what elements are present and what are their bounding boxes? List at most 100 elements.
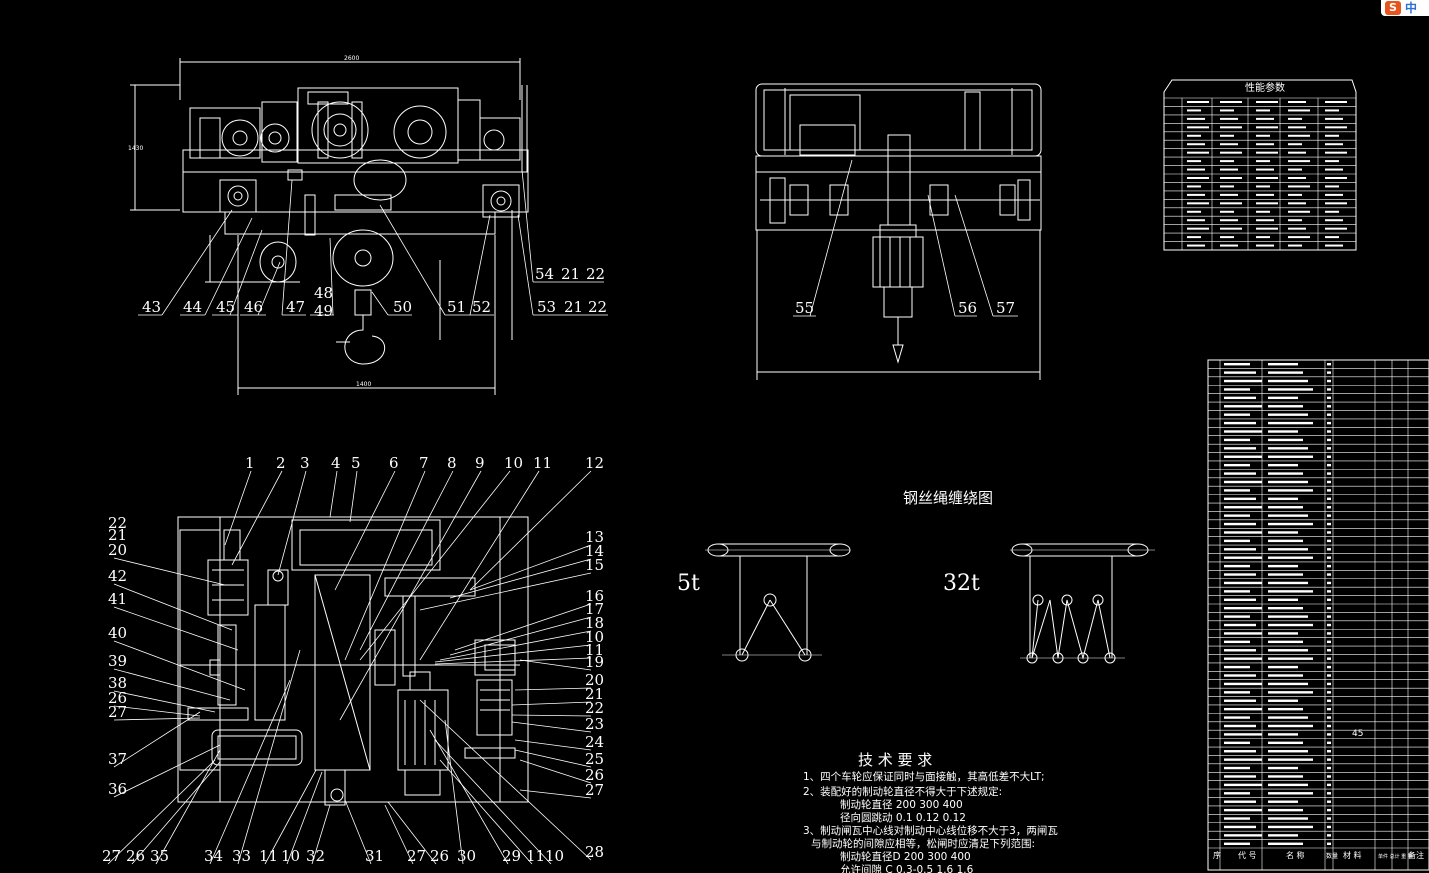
bom-cell-glyph bbox=[1268, 598, 1298, 601]
plan-leader-top_labels-3 bbox=[329, 470, 338, 518]
bom-cell-glyph bbox=[1224, 783, 1262, 787]
bom-cell-glyph bbox=[1224, 590, 1250, 593]
rope-diagram-title: 钢丝绳缠绕图 bbox=[903, 489, 993, 507]
plan-leader-right_labels-7 bbox=[434, 657, 592, 665]
perf-cell-glyph bbox=[1256, 202, 1278, 205]
perf-cell-glyph bbox=[1288, 134, 1310, 137]
bom-cell-glyph bbox=[1327, 724, 1331, 728]
plan-label-bottom_labels-1: 26 bbox=[126, 847, 145, 865]
bom-cell-glyph bbox=[1268, 480, 1308, 484]
bom-cell-glyph bbox=[1268, 741, 1303, 745]
bom-cell-glyph bbox=[1268, 607, 1303, 610]
bom-cell-glyph bbox=[1268, 405, 1303, 408]
plan-label-top_labels-9: 10 bbox=[504, 454, 523, 472]
bom-cell-glyph bbox=[1268, 539, 1303, 543]
perf-cell-glyph bbox=[1325, 202, 1347, 205]
bom-cell-glyph bbox=[1224, 758, 1262, 761]
plan-label-top_labels-6: 7 bbox=[419, 454, 429, 472]
plan-leader-bottom_labels-11 bbox=[444, 719, 464, 865]
bom-col-qty: 数量 bbox=[1326, 852, 1338, 860]
bom-cell-glyph bbox=[1268, 716, 1308, 719]
tech-line-7: 制动轮直径D 200 300 400 bbox=[840, 850, 971, 863]
bom-cell-glyph bbox=[1224, 522, 1256, 526]
plan-label-left_labels-2: 20 bbox=[108, 541, 127, 559]
bom-cell-glyph bbox=[1327, 472, 1331, 475]
bom-cell-glyph bbox=[1327, 817, 1331, 820]
bom-cell-glyph bbox=[1327, 834, 1331, 837]
bom-cell-glyph bbox=[1327, 573, 1331, 576]
perf-cell-glyph bbox=[1256, 244, 1274, 247]
plan-label-top_labels-7: 8 bbox=[447, 454, 457, 472]
bom-cell-glyph bbox=[1224, 421, 1256, 425]
bom-cell-glyph bbox=[1268, 792, 1313, 795]
perf-cell-glyph bbox=[1187, 236, 1201, 239]
ime-indicator[interactable]: S 中 bbox=[1381, 0, 1429, 16]
bom-cell-glyph bbox=[1327, 522, 1331, 526]
perf-cell-glyph bbox=[1220, 227, 1242, 230]
bom-cell-glyph bbox=[1224, 548, 1256, 551]
perf-cell-glyph bbox=[1288, 193, 1302, 196]
perf-cell-glyph bbox=[1325, 109, 1339, 112]
perf-cell-glyph bbox=[1288, 244, 1302, 247]
side-label-57: 57 bbox=[996, 299, 1015, 317]
rope-5t-label: 5t bbox=[677, 571, 700, 596]
bom-cell-glyph bbox=[1327, 615, 1331, 618]
perf-cell-glyph bbox=[1187, 160, 1201, 163]
front-label-44: 44 bbox=[183, 298, 202, 316]
bom-cell-glyph bbox=[1268, 388, 1313, 391]
bom-cell-glyph bbox=[1224, 657, 1262, 660]
bom-cell-glyph bbox=[1224, 379, 1262, 383]
front-label-46: 46 bbox=[244, 298, 263, 316]
plan-label-left_labels-9: 27 bbox=[108, 703, 127, 721]
perf-cell-glyph bbox=[1256, 160, 1270, 163]
front-label-45: 45 bbox=[216, 298, 235, 316]
perf-cell-glyph bbox=[1256, 117, 1274, 120]
bom-cell-glyph bbox=[1268, 363, 1298, 366]
plan-leader-bottom_labels-2 bbox=[155, 749, 221, 865]
bom-cell-glyph bbox=[1268, 506, 1303, 509]
bom-cell-glyph bbox=[1268, 430, 1298, 433]
perf-cell-glyph bbox=[1325, 101, 1347, 103]
bom-cell-glyph bbox=[1268, 447, 1308, 450]
plan-label-left_labels-11: 36 bbox=[108, 780, 127, 798]
dim-1430: 1430 bbox=[128, 145, 143, 152]
perf-table-title: 性能参数 bbox=[1245, 81, 1285, 94]
bom-cell-glyph bbox=[1327, 842, 1331, 845]
plan-label-right_labels-10: 21 bbox=[585, 685, 604, 703]
perf-cell-glyph bbox=[1288, 219, 1302, 222]
perf-cell-glyph bbox=[1325, 193, 1343, 196]
bom-cell-glyph bbox=[1224, 497, 1256, 501]
plan-label-right_labels-8: 19 bbox=[585, 653, 604, 671]
perf-cell-glyph bbox=[1256, 185, 1270, 188]
plan-label-top_labels-5: 6 bbox=[389, 454, 399, 472]
plan-leader-right_labels-16 bbox=[519, 789, 592, 799]
perf-cell-glyph bbox=[1187, 177, 1209, 179]
bom-cell-glyph bbox=[1224, 691, 1250, 694]
plan-leader-top_labels-9 bbox=[359, 470, 511, 661]
plan-leader-left_labels-7 bbox=[113, 690, 216, 713]
bom-cell-glyph bbox=[1268, 556, 1313, 559]
plan-leader-top_labels-10 bbox=[419, 470, 540, 661]
plan-leader-right_labels-10 bbox=[511, 701, 592, 706]
front-label-48: 48 bbox=[314, 284, 333, 302]
bom-cell-glyph bbox=[1268, 438, 1303, 442]
plan-leader-bottom_labels-9 bbox=[384, 804, 414, 865]
bom-cell-glyph bbox=[1327, 497, 1331, 501]
perf-cell-glyph bbox=[1220, 202, 1242, 205]
bom-cell-glyph bbox=[1224, 800, 1256, 803]
bom-cell-glyph bbox=[1268, 808, 1303, 812]
front-label-22b: 22 bbox=[586, 265, 605, 283]
bom-cell-glyph bbox=[1327, 447, 1331, 450]
plan-leader-bottom_labels-7 bbox=[311, 804, 331, 865]
plan-leader-right_labels-2 bbox=[419, 572, 592, 611]
tech-line-8: 允许间隙 C 0.3-0.5 1.6 1.6 bbox=[840, 863, 974, 873]
perf-cell-glyph bbox=[1220, 126, 1242, 129]
plan-leader-right_labels-12 bbox=[511, 721, 592, 733]
bom-cell-glyph bbox=[1327, 792, 1331, 795]
plan-label-top_labels-1: 2 bbox=[276, 454, 286, 472]
plan-leader-top_labels-8 bbox=[339, 470, 482, 721]
plan-label-bottom_labels-12: 29 bbox=[502, 847, 521, 865]
perf-cell-glyph bbox=[1187, 126, 1209, 129]
bom-table: 45 序 代 号 名 称 数量 材 料 单件 总计 重 量 备注 bbox=[1207, 359, 1429, 871]
